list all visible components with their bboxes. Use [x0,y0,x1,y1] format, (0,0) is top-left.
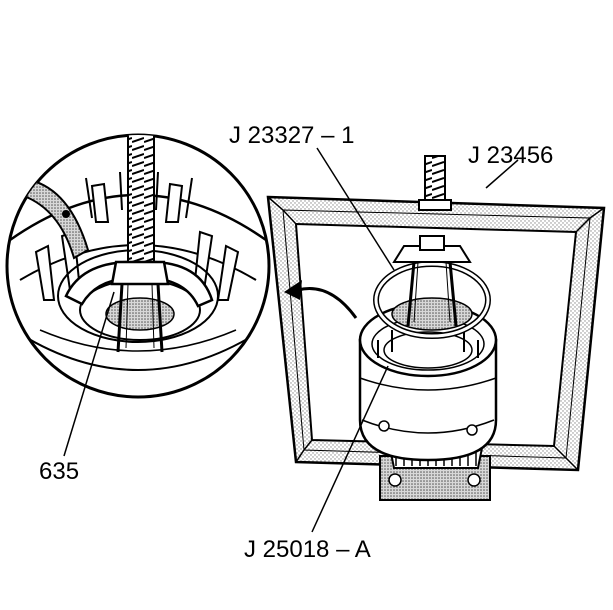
label-j23327-1: J 23327 – 1 [229,122,355,149]
label-635: 635 [39,458,80,485]
label-j23456: J 23456 [468,142,554,169]
spring-compressor-tool [373,235,491,339]
leader-635 [63,291,115,457]
leader-j23456 [485,159,519,189]
label-j25018-a: J 25018 – A [244,536,371,563]
magnified-detail-view [5,133,271,399]
leader-lines [63,147,519,533]
fixture-screw [418,155,452,211]
detail-arrow-icon [284,280,358,319]
leader-j23327 [316,147,395,271]
leader-j25018 [311,365,389,533]
